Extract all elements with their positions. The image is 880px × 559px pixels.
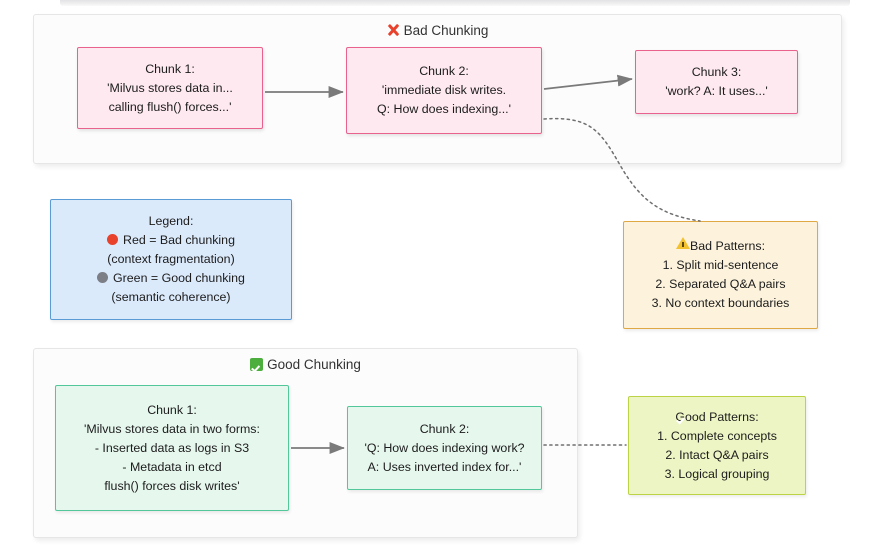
good-chunk-1-line-2: 'Milvus stores data in two forms:	[84, 421, 260, 436]
legend-box: Legend: Red = Bad chunking (context frag…	[50, 199, 292, 320]
legend-entry-green: Green = Good chunking	[97, 269, 245, 288]
bad-chunk-2-line-2: 'immediate disk writes.	[381, 83, 507, 97]
good-chunk-2-line-2: 'Q: How does indexing work?	[364, 440, 525, 455]
bad-chunking-title-text: Bad Chunking	[403, 23, 489, 38]
bad-chunk-2-node[interactable]: Chunk 2: 'immediate disk writes. Q: How …	[346, 47, 542, 134]
bad-chunk-1-line-2: 'Milvus stores data in...	[107, 80, 233, 95]
red-circle-icon	[107, 234, 119, 245]
good-chunk-1-line-5: flush() forces disk writes'	[104, 478, 240, 493]
bad-pattern-item-3: 3. No context boundaries	[651, 296, 790, 310]
good-chunk-1-line-1: Chunk 1:	[147, 402, 197, 417]
good-chunk-1-node[interactable]: Chunk 1: 'Milvus stores data in two form…	[55, 385, 289, 511]
legend-entry-green-sub: (semantic coherence)	[111, 290, 231, 304]
bad-patterns-box[interactable]: Bad Patterns: 1. Split mid-sentence 2. S…	[623, 221, 818, 329]
bad-chunk-3-node[interactable]: Chunk 3: 'work? A: It uses...'	[635, 50, 798, 114]
good-chunk-2-line-3: A: Uses inverted index for...'	[367, 459, 522, 474]
good-chunk-2-line-1: Chunk 2:	[419, 421, 470, 436]
good-patterns-title: Good Patterns:	[675, 408, 758, 427]
bad-pattern-item-2: 2. Separated Q&A pairs	[655, 277, 786, 291]
bad-chunking-panel-title: Bad Chunking	[34, 23, 841, 38]
legend-entry-red-sub: (context fragmentation)	[107, 252, 235, 266]
good-patterns-box[interactable]: Good Patterns: 1. Complete concepts 2. I…	[628, 396, 806, 495]
good-chunk-2-node[interactable]: Chunk 2: 'Q: How does indexing work? A: …	[347, 406, 542, 490]
bad-pattern-item-1: 1. Split mid-sentence	[662, 258, 779, 272]
bad-chunk-2-line-3: Q: How does indexing...'	[377, 102, 511, 116]
bad-chunk-3-line-2: 'work? A: It uses...'	[665, 84, 768, 98]
bad-patterns-title-text: Bad Patterns:	[689, 239, 766, 253]
x-mark-icon	[387, 23, 400, 37]
gray-circle-icon	[97, 272, 109, 283]
top-edge-strip	[60, 0, 850, 6]
good-pattern-item-3: 3. Logical grouping	[664, 466, 770, 481]
good-chunking-panel-title: Good Chunking	[34, 357, 577, 372]
good-chunking-title-text: Good Chunking	[267, 357, 361, 372]
good-chunk-1-line-3: - Inserted data as logs in S3	[94, 440, 250, 455]
good-patterns-title-text: Good Patterns:	[675, 409, 759, 424]
check-box-icon	[250, 358, 264, 371]
good-chunk-1-line-4: - Metadata in etcd	[122, 459, 222, 474]
warning-triangle-icon	[675, 237, 690, 250]
bad-patterns-title: Bad Patterns:	[675, 237, 766, 256]
legend-entry-red-label: Red = Bad chunking	[123, 233, 235, 247]
bad-chunk-1-line-3: calling flush() forces...'	[108, 99, 232, 114]
legend-entry-red: Red = Bad chunking	[107, 231, 235, 250]
good-pattern-item-2: 2. Intact Q&A pairs	[665, 447, 769, 462]
good-pattern-item-1: 1. Complete concepts	[657, 428, 777, 443]
bad-chunk-1-node[interactable]: Chunk 1: 'Milvus stores data in... calli…	[77, 47, 263, 129]
bad-chunk-1-line-1: Chunk 1:	[145, 61, 195, 76]
bad-chunk-3-line-1: Chunk 3:	[691, 65, 742, 79]
legend-title: Legend:	[148, 214, 194, 228]
legend-entry-green-label: Green = Good chunking	[113, 271, 245, 285]
bad-chunk-2-line-1: Chunk 2:	[419, 64, 469, 78]
